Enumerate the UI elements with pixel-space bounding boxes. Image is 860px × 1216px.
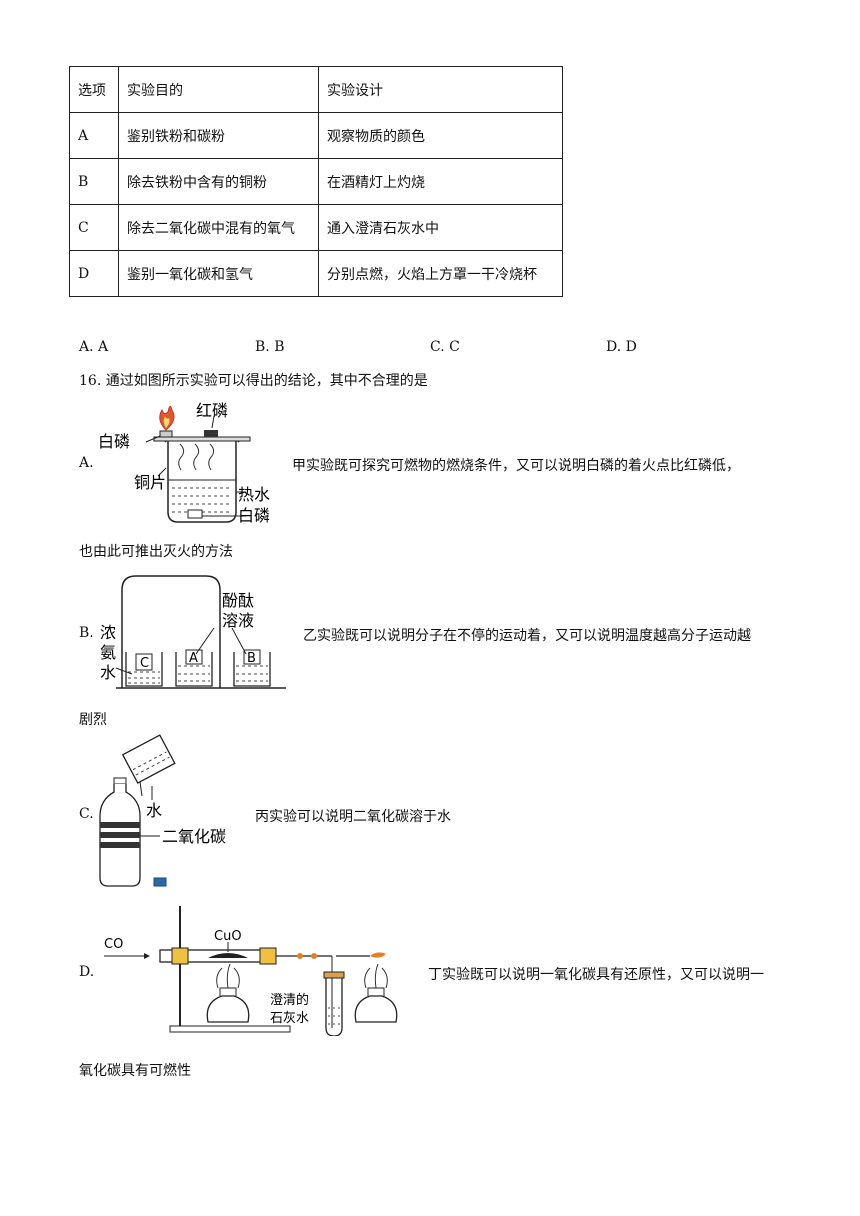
ammonia-label-3: 水 bbox=[100, 663, 116, 682]
option-a-text: 甲实验既可探究可燃物的燃烧条件，又可以说明白磷的着火点比红磷低， bbox=[292, 458, 740, 474]
table-cell: C bbox=[69, 204, 119, 251]
phenolphthalein-label-1: 酚酞 bbox=[222, 591, 254, 610]
table-header-cell: 选项 bbox=[69, 66, 119, 113]
option-b-text: 乙实验既可以说明分子在不停的运动着，又可以说明温度越高分子运动越 bbox=[303, 628, 751, 644]
co-label: CO bbox=[104, 937, 123, 952]
co2-label: 二氧化碳 bbox=[162, 827, 226, 846]
experiment-table: 选项 实验目的 实验设计 A 鉴别铁粉和碳粉 观察物质的颜色 B 除去铁粉中含有… bbox=[69, 66, 563, 297]
molecular-motion-figure: C A B 浓 氨 水 酚酞 溶液 bbox=[100, 575, 286, 689]
table-cell: D bbox=[69, 250, 119, 297]
co-reduction-figure: CO CuO 澄清的 石灰水 bbox=[104, 906, 398, 1036]
table-cell: 鉴别铁粉和碳粉 bbox=[118, 112, 319, 159]
hot-water-label: 热水 bbox=[238, 485, 270, 504]
option-c-text: 丙实验可以说明二氧化碳溶于水 bbox=[255, 809, 451, 825]
copper-plate-label: 铜片 bbox=[134, 473, 166, 492]
combustion-experiment-figure: 白磷 红磷 铜片 热水 白磷 bbox=[98, 401, 270, 525]
table-row: D 鉴别一氧化碳和氢气 分别点燃，火焰上方罩一干冷烧杯 bbox=[69, 250, 563, 297]
table-header-cell: 实验目的 bbox=[118, 66, 319, 113]
option-c: C. C bbox=[430, 339, 460, 355]
ammonia-label-2: 氨 bbox=[100, 643, 116, 662]
option-a: A. A bbox=[79, 339, 109, 355]
option-d-text: 丁实验既可以说明一氧化碳具有还原性，又可以说明一 bbox=[428, 967, 764, 983]
phenolphthalein-label-2: 溶液 bbox=[222, 611, 254, 630]
water-label: 水 bbox=[146, 801, 162, 820]
table-cell: 除去二氧化碳中混有的氧气 bbox=[118, 204, 319, 251]
ammonia-label-1: 浓 bbox=[100, 623, 116, 642]
option-b: B. B bbox=[255, 339, 285, 355]
table-cell: 通入澄清石灰水中 bbox=[318, 204, 563, 251]
beaker-c-label: C bbox=[140, 656, 149, 671]
table-row: A 鉴别铁粉和碳粉 观察物质的颜色 bbox=[69, 112, 563, 159]
table-header-cell: 实验设计 bbox=[318, 66, 563, 113]
option-d-label: D. bbox=[79, 964, 95, 980]
option-c-label: C. bbox=[79, 806, 94, 822]
option-d: D. D bbox=[606, 339, 637, 355]
beaker-a-label: A bbox=[189, 651, 198, 666]
table-row: C 除去二氧化碳中混有的氧气 通入澄清石灰水中 bbox=[69, 204, 563, 251]
option-b-text-continued: 剧烈 bbox=[79, 712, 107, 728]
beaker-b-label: B bbox=[247, 651, 256, 666]
white-phosphorus-label: 白磷 bbox=[98, 432, 130, 451]
red-phosphorus-label: 红磷 bbox=[196, 401, 228, 420]
cuo-label: CuO bbox=[214, 929, 242, 944]
option-a-label: A. bbox=[79, 455, 94, 471]
option-b-label: B. bbox=[79, 625, 94, 641]
table-cell: 观察物质的颜色 bbox=[318, 112, 563, 159]
table-cell: B bbox=[69, 158, 119, 205]
white-phosphorus-water-label: 白磷 bbox=[238, 506, 270, 525]
table-cell: 在酒精灯上灼烧 bbox=[318, 158, 563, 205]
table-cell: A bbox=[69, 112, 119, 159]
table-header-row: 选项 实验目的 实验设计 bbox=[69, 66, 563, 113]
limewater-label-2: 石灰水 bbox=[270, 1011, 309, 1026]
table-cell: 除去铁粉中含有的铜粉 bbox=[118, 158, 319, 205]
limewater-label-1: 澄清的 bbox=[270, 992, 309, 1008]
table-cell: 鉴别一氧化碳和氢气 bbox=[118, 250, 319, 297]
table-cell: 分别点燃，火焰上方罩一干冷烧杯 bbox=[318, 250, 563, 297]
option-a-text-continued: 也由此可推出灭火的方法 bbox=[79, 544, 233, 560]
co2-bottle-figure: 水 二氧化碳 bbox=[99, 734, 226, 887]
option-d-text-continued: 氧化碳具有可燃性 bbox=[79, 1063, 191, 1079]
question-stem: 16. 通过如图所示实验可以得出的结论，其中不合理的是 bbox=[79, 373, 428, 389]
table-row: B 除去铁粉中含有的铜粉 在酒精灯上灼烧 bbox=[69, 158, 563, 205]
